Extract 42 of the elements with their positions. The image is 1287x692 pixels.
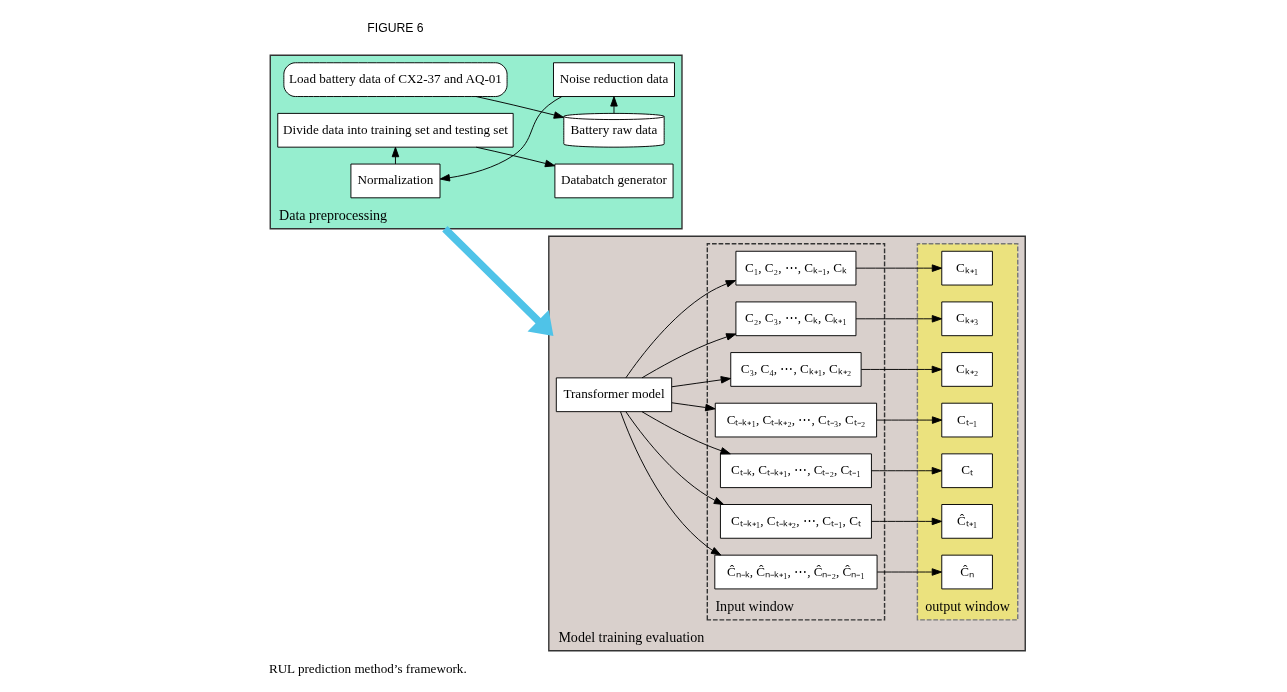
arrow (641, 411, 731, 455)
node-box: Ĉₙ₋ₖ, Ĉₙ₋ₖ₊₁, ⋯, Ĉₙ₋₂, Ĉₙ₋₁ (713, 554, 878, 590)
arrow (860, 365, 942, 374)
caption: RUL prediction method’s framework. (268, 660, 467, 676)
node-box: C₃, C₄, ⋯, Cₖ₊₁, Cₖ₊₂ (729, 352, 862, 387)
arrow (670, 402, 715, 412)
node-box: Load battery data of CX2-37 and AQ-01 (282, 62, 508, 97)
arrow (641, 333, 736, 379)
arrow (876, 568, 942, 576)
arrow (870, 467, 942, 475)
arrow (391, 146, 399, 165)
node-box: Cₜ₋ₖ, Cₜ₋ₖ₊₁, ⋯, Cₜ₋₂, Cₜ₋₁ (719, 453, 872, 489)
node-box: Databatch generator (553, 163, 674, 199)
arrow (624, 280, 736, 379)
node-box: Cₜ₋ₖ₊₁, Cₜ₋ₖ₊₂, ⋯, Cₜ₋₃, Cₜ₋₂ (714, 402, 877, 438)
arrow (619, 411, 721, 556)
node-box: Noise reduction data (552, 62, 675, 97)
arrow (670, 376, 731, 388)
arrow (439, 96, 562, 182)
node-box: Divide data into training set and testing set (276, 112, 514, 148)
node-box: Cₖ₊₃ (940, 301, 993, 337)
node-box: C₂, C₃, ⋯, Cₖ, Cₖ₊₁ (734, 301, 856, 337)
node-box: Cₜ₋₁ (940, 402, 993, 438)
arrow (475, 146, 555, 168)
node-box: Ĉₜ₊₁ (940, 504, 993, 539)
arrow (441, 226, 553, 336)
arrow (855, 315, 942, 323)
node-box: Ĉₙ (940, 554, 993, 590)
node-box: Cₖ₊₁ (940, 250, 993, 286)
node-box: Cₜ₋ₖ₊₁, Cₜ₋ₖ₊₂, ⋯, Cₜ₋₁, Cₜ (719, 504, 872, 539)
label: FIGURE 6 (366, 21, 424, 36)
arrow (875, 416, 942, 424)
arrow (855, 264, 942, 272)
node-box: Transformer model (555, 377, 672, 413)
node-box: Cₜ (940, 453, 993, 489)
arrow (870, 517, 942, 526)
node-box: Normalization (349, 163, 440, 199)
node-box: C₁, C₂, ⋯, Cₖ₋₁, Cₖ (734, 250, 856, 286)
arrow (609, 96, 618, 114)
arrow (624, 411, 724, 505)
arrow (475, 96, 564, 119)
node-box: Cₖ₊₂ (940, 352, 993, 387)
